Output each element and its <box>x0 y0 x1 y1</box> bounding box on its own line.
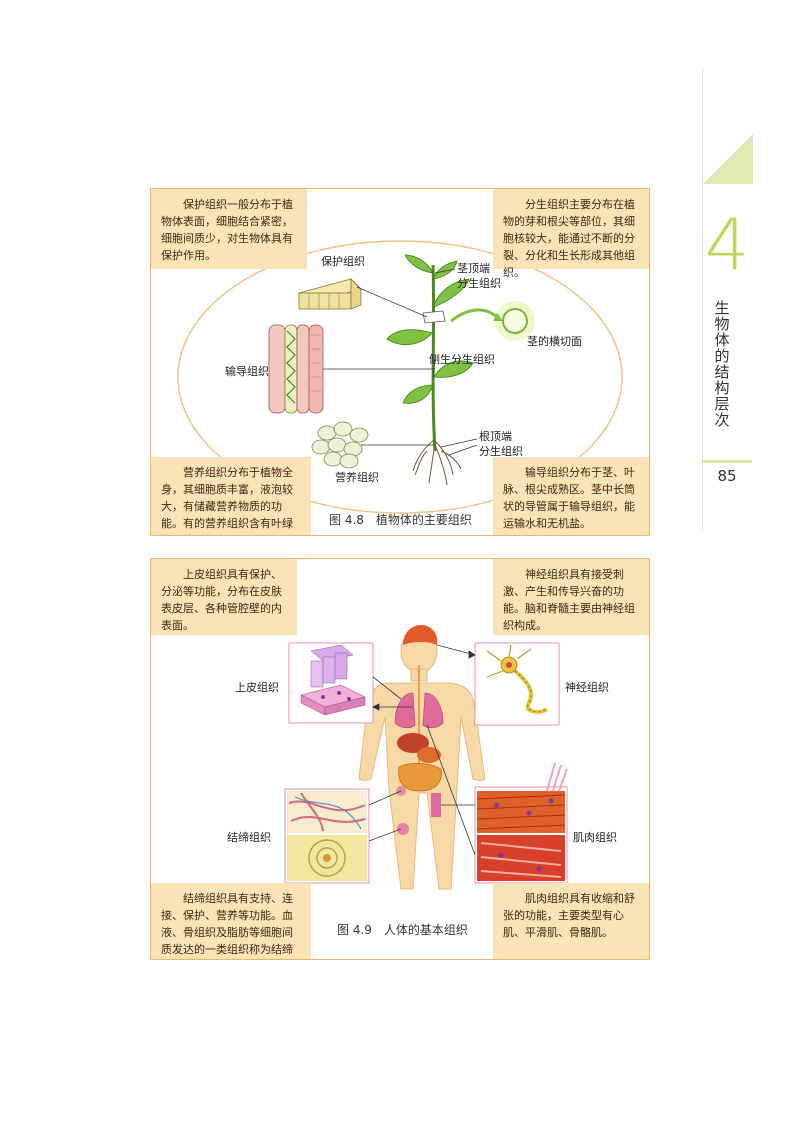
chapter-title: 生物体的结构层次 <box>714 299 730 429</box>
label-stem-apex-line2: 分生组织 <box>457 277 501 290</box>
human-illustration <box>284 625 568 890</box>
chapter-side-tab <box>702 68 753 530</box>
figure-4-9-caption: 图 4.9 人体的基本组织 <box>337 921 468 938</box>
protective-tissue-info: 保护组织一般分布于植物体表面，细胞结合紧密，细胞间质少，对生物体具有保护作用。 <box>161 198 293 262</box>
nervous-tissue-image <box>474 642 560 726</box>
epithelial-tissue-info-box: 上皮组织具有保护、分泌等功能，分布在皮肤表皮层、各种管腔壁的内表面。 <box>151 559 297 635</box>
leader-lines-human <box>368 644 476 856</box>
figure-4-8-panel: 保护组织一般分布于植物体表面，细胞结合紧密，细胞间质少，对生物体具有保护作用。 … <box>150 188 650 536</box>
nutritive-tissue-info: 营养组织分布于植物全身，其细胞质丰富，液泡较大，有储藏营养物质的功能。有的营养组… <box>161 466 293 535</box>
digestive-organs-drawing <box>397 733 442 792</box>
nervous-tissue-info-box: 神经组织具有接受刺激、产生和传导兴奋的功能。脑和脊髓主要由神经组织构成。 <box>493 559 649 635</box>
label-protective-tissue: 保护组织 <box>321 255 365 268</box>
label-stem-cross-section: 茎的横切面 <box>527 335 582 348</box>
figure-4-9-title: 人体的基本组织 <box>383 923 468 937</box>
figure-oval <box>177 240 623 514</box>
thigh-muscle-marker <box>431 793 441 817</box>
nutritive-tissue-drawing <box>311 421 369 469</box>
meristem-info-box: 分生组织主要分布在植物的芽和根尖等部位，其细胞核较大，能通过不断的分裂、分化和生… <box>493 189 649 279</box>
plant-illustration <box>177 240 623 514</box>
plant-drawing <box>386 254 474 486</box>
conductive-tissue-drawing <box>268 324 324 414</box>
knee-marker <box>397 823 409 835</box>
stem-cross-section-drawing <box>450 301 535 341</box>
epithelial-tissue-image <box>288 642 374 724</box>
label-muscle-tissue: 肌肉组织 <box>573 831 617 844</box>
figure-4-8-caption: 图 4.8 植物体的主要组织 <box>329 511 472 528</box>
muscle-tissue-image <box>474 762 568 884</box>
protective-tissue-drawing <box>298 278 362 310</box>
label-epithelial-tissue: 上皮组织 <box>235 681 279 694</box>
lungs-drawing <box>394 692 444 729</box>
figure-4-8-title: 植物体的主要组织 <box>375 513 472 527</box>
connective-tissue-info-box: 结缔组织具有支持、连接、保护、营养等功能。血液、骨组织及脂肪等细胞间质发达的一类… <box>151 883 311 959</box>
page-number: 85 <box>702 460 752 489</box>
muscle-tissue-info: 肌肉组织具有收缩和舒张的功能，主要类型有心肌、平滑肌、骨骼肌。 <box>503 892 635 939</box>
figure-4-9-number: 图 4.9 <box>337 923 372 937</box>
label-nutritive-tissue: 营养组织 <box>335 471 379 484</box>
label-root-apical-meristem: 根顶端 分生组织 <box>479 429 523 459</box>
label-conductive-tissue: 输导组织 <box>225 365 269 378</box>
brain-drawing <box>403 625 438 645</box>
connective-tissue-info: 结缔组织具有支持、连接、保护、营养等功能。血液、骨组织及脂肪等细胞间质发达的一类… <box>161 892 293 956</box>
leader-lines <box>323 268 478 456</box>
muscle-tissue-info-box: 肌肉组织具有收缩和舒张的功能，主要类型有心肌、平滑肌、骨骼肌。 <box>493 883 649 959</box>
conductive-tissue-info-box: 输导组织分布于茎、叶脉、根尖成熟区。茎中长筒状的导管属于输导组织，能运输水和无机… <box>493 457 649 535</box>
chapter-number: 4 <box>704 204 750 286</box>
label-connective-tissue: 结缔组织 <box>227 831 271 844</box>
epithelial-tissue-info: 上皮组织具有保护、分泌等功能，分布在皮肤表皮层、各种管腔壁的内表面。 <box>161 568 282 632</box>
nervous-tissue-info: 神经组织具有接受刺激、产生和传导兴奋的功能。脑和脊髓主要由神经组织构成。 <box>503 568 635 632</box>
conductive-tissue-info: 输导组织分布于茎、叶脉、根尖成熟区。茎中长筒状的导管属于输导组织，能运输水和无机… <box>503 466 635 530</box>
meristem-info: 分生组织主要分布在植物的芽和根尖等部位，其细胞核较大，能通过不断的分裂、分化和生… <box>503 198 635 279</box>
figure-4-8-number: 图 4.8 <box>329 513 364 527</box>
label-stem-apex-line1: 茎顶端 <box>457 262 490 275</box>
label-nervous-tissue: 神经组织 <box>565 681 609 694</box>
label-stem-apical-meristem: 茎顶端 分生组织 <box>457 261 501 291</box>
label-root-apex-line2: 分生组织 <box>479 445 523 458</box>
label-lateral-meristem: 侧生分生组织 <box>429 353 495 366</box>
connective-tissue-image <box>284 788 370 884</box>
chapter-tab-decoration <box>703 134 753 184</box>
protective-tissue-info-box: 保护组织一般分布于植物体表面，细胞结合紧密，细胞间质少，对生物体具有保护作用。 <box>151 189 307 269</box>
label-root-apex-line1: 根顶端 <box>479 430 512 443</box>
figure-4-9-panel: 上皮组织具有保护、分泌等功能，分布在皮肤表皮层、各种管腔壁的内表面。 神经组织具… <box>150 558 650 960</box>
nutritive-tissue-info-box: 营养组织分布于植物全身，其细胞质丰富，液泡较大，有储藏营养物质的功能。有的营养组… <box>151 457 311 535</box>
